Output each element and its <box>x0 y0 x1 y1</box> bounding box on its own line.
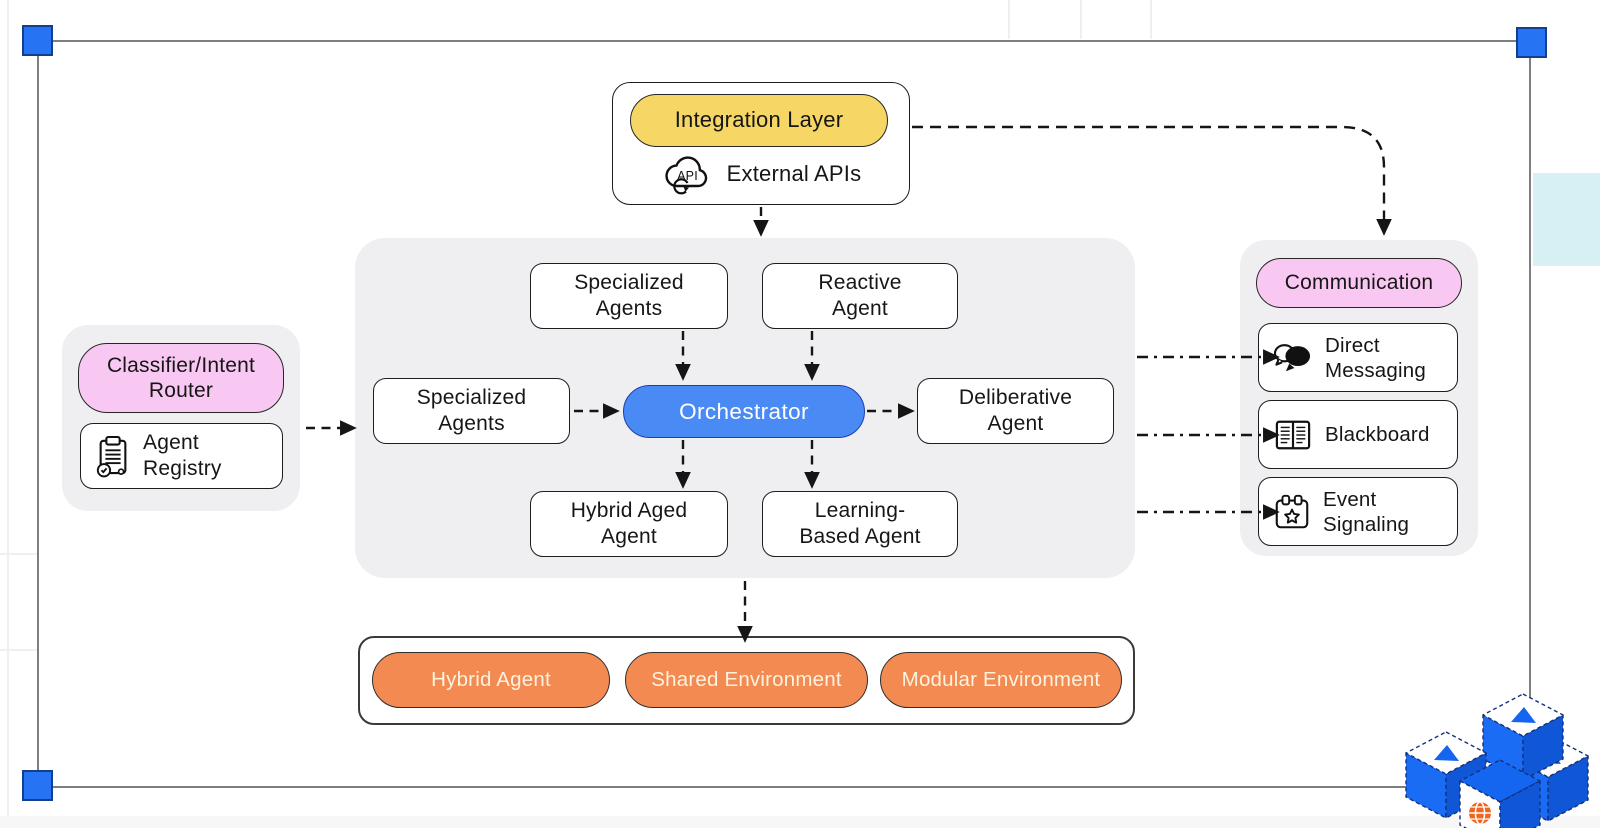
grid-line <box>1008 0 1010 39</box>
deliberative-agent-label: Deliberative Agent <box>958 386 1073 435</box>
grid-line <box>0 649 37 651</box>
learning-based-agent-box[interactable]: Learning- Based Agent <box>762 491 958 557</box>
api-cloud-icon: API <box>665 156 707 195</box>
orchestrator-pill[interactable]: Orchestrator <box>623 385 865 438</box>
classifier-router-pill[interactable]: Classifier/Intent Router <box>78 343 284 413</box>
highlight-rect <box>1533 173 1600 266</box>
specialized-agents-left-box[interactable]: Specialized Agents <box>373 378 570 444</box>
communication-pill[interactable]: Communication <box>1256 258 1462 308</box>
chat-bubbles-icon <box>1273 343 1311 371</box>
shared-environment-pill[interactable]: Shared Environment <box>625 652 868 708</box>
hybrid-agent-pill[interactable]: Hybrid Agent <box>372 652 610 708</box>
external-apis-label: External APIs <box>726 161 862 186</box>
hybrid-aged-agent-label: Hybrid Aged Agent <box>570 499 688 548</box>
reactive-agent-label: Reactive Agent <box>818 271 902 320</box>
direct-messaging-label: Direct Messaging <box>1325 333 1426 382</box>
blackboard-box[interactable]: Blackboard <box>1258 400 1458 469</box>
integration-layer-pill[interactable]: Integration Layer <box>630 94 888 147</box>
direct-messaging-box[interactable]: Direct Messaging <box>1258 323 1458 392</box>
agent-registry-box[interactable]: Agent Registry <box>80 423 283 489</box>
external-apis-row: API External APIs <box>630 150 892 198</box>
learning-based-agent-label: Learning- Based Agent <box>799 499 921 548</box>
communication-label: Communication <box>1284 271 1434 295</box>
specialized-agents-top-label: Specialized Agents <box>574 271 684 320</box>
selection-handle-top-left[interactable] <box>22 25 53 56</box>
grid-line <box>1080 0 1082 39</box>
svg-text:API: API <box>677 169 698 183</box>
specialized-agents-top-box[interactable]: Specialized Agents <box>530 263 728 329</box>
calendar-star-icon <box>1275 494 1309 528</box>
grid-line <box>0 553 37 555</box>
orchestrator-label: Orchestrator <box>679 399 809 424</box>
grid-row-strip <box>0 816 1600 828</box>
clipboard-check-icon <box>96 435 127 478</box>
selection-handle-bottom-left[interactable] <box>22 770 53 801</box>
modular-environment-pill[interactable]: Modular Environment <box>880 652 1122 708</box>
shared-environment-label: Shared Environment <box>651 667 842 691</box>
integration-layer-label: Integration Layer <box>674 107 844 133</box>
hybrid-aged-agent-box[interactable]: Hybrid Aged Agent <box>530 491 728 557</box>
grid-line <box>7 0 9 828</box>
grid-line <box>1150 0 1152 39</box>
deliberative-agent-box[interactable]: Deliberative Agent <box>917 378 1114 444</box>
modular-environment-label: Modular Environment <box>901 667 1101 691</box>
reactive-agent-box[interactable]: Reactive Agent <box>762 263 958 329</box>
classifier-router-label: Classifier/Intent Router <box>106 353 256 402</box>
blackboard-label: Blackboard <box>1325 423 1430 446</box>
event-signaling-label: Event Signaling <box>1323 487 1410 536</box>
open-book-icon <box>1275 420 1311 449</box>
event-signaling-box[interactable]: Event Signaling <box>1258 477 1458 546</box>
specialized-agents-left-label: Specialized Agents <box>416 386 527 435</box>
selection-handle-top-right[interactable] <box>1516 27 1547 58</box>
hybrid-agent-label: Hybrid Agent <box>431 667 551 691</box>
agent-registry-label: Agent Registry <box>143 431 222 480</box>
